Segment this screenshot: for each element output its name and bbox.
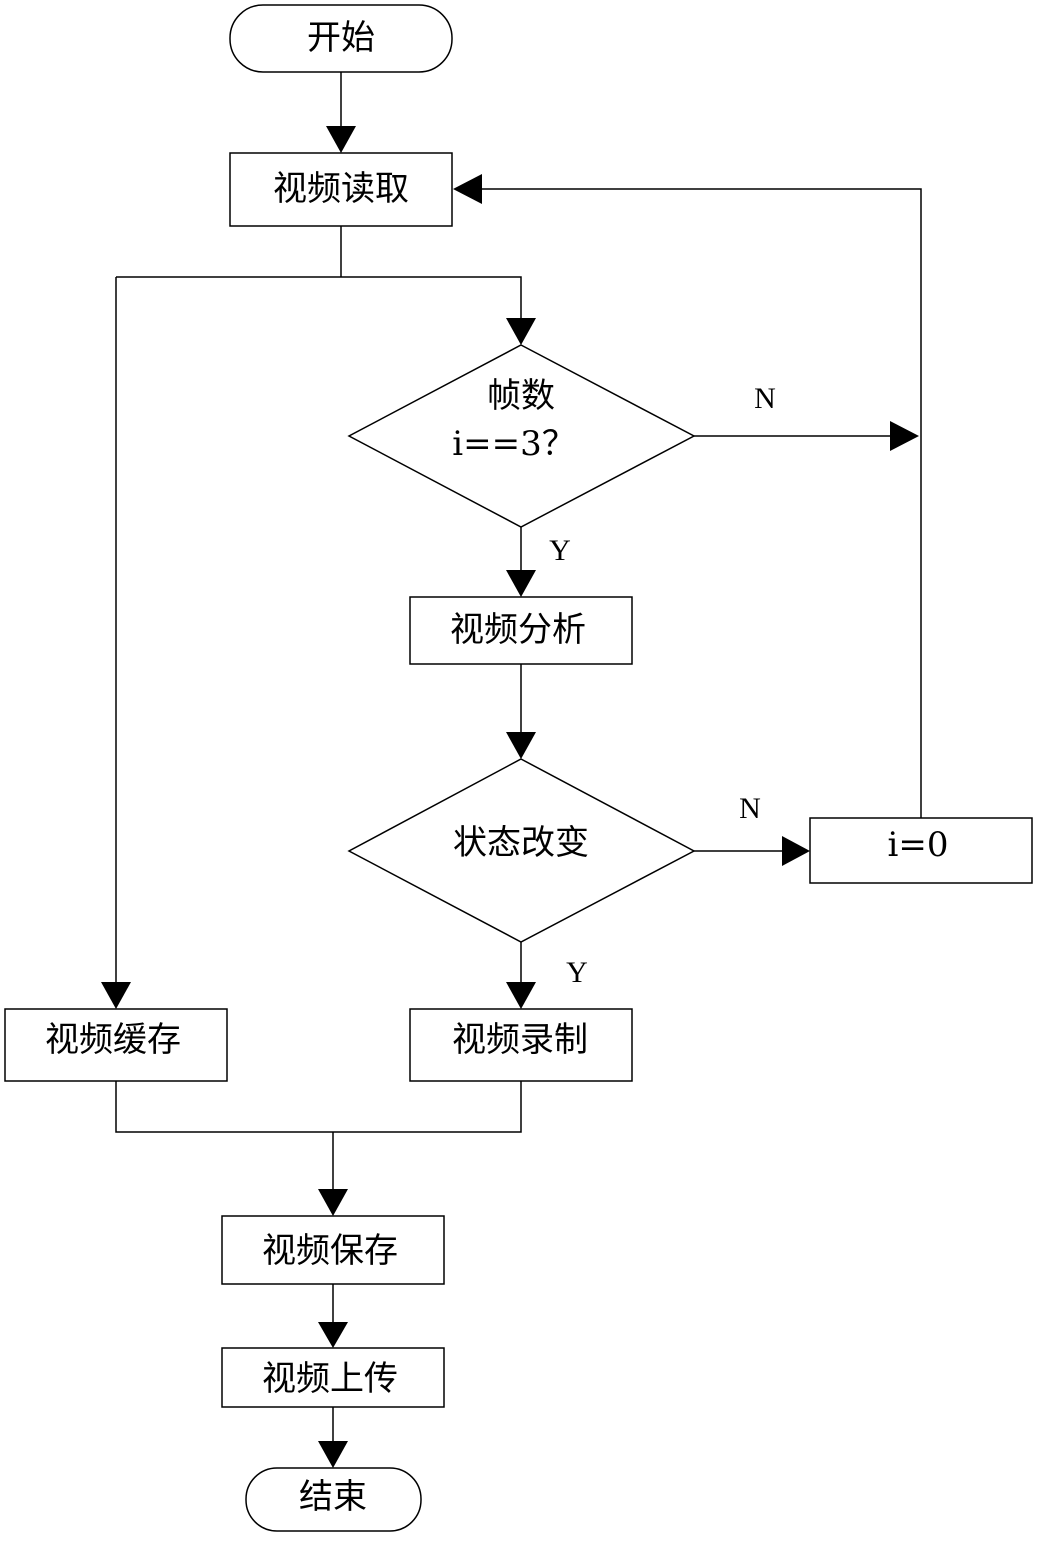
arrowhead-icon — [890, 421, 919, 451]
node-video-upload-label: 视频上传 — [262, 1359, 398, 1399]
node-frame-check-label-line1: 帧数 — [487, 376, 555, 416]
node-video-analyze-label: 视频分析 — [450, 610, 586, 650]
arrowhead-icon — [318, 1189, 348, 1216]
node-frame-check-label-line2: i==3？ — [452, 424, 575, 464]
node-start-label: 开始 — [307, 18, 375, 58]
edge-labels: N Y N Y — [549, 382, 776, 989]
node-video-record-label: 视频录制 — [452, 1020, 588, 1060]
connectors — [101, 72, 922, 1468]
node-end: 结束 — [245, 1467, 422, 1532]
arrowhead-icon — [506, 732, 536, 759]
edge-merge — [115, 1081, 522, 1133]
edge-label-frame-check-no: N — [754, 382, 776, 415]
node-end-label: 结束 — [299, 1477, 367, 1517]
node-video-cache-label: 视频缓存 — [45, 1020, 181, 1060]
node-video-cache: 视频缓存 — [4, 1008, 228, 1082]
node-video-read: 视频读取 — [229, 152, 453, 227]
edge-loop-back-to-read — [482, 188, 922, 818]
node-start: 开始 — [229, 4, 453, 73]
arrowhead-icon — [506, 570, 536, 597]
node-state-change-label: 状态改变 — [453, 823, 589, 863]
arrowhead-icon — [453, 174, 482, 204]
node-video-save: 视频保存 — [221, 1215, 445, 1285]
arrowhead-icon — [782, 836, 810, 866]
node-video-upload: 视频上传 — [221, 1347, 445, 1408]
node-video-analyze: 视频分析 — [409, 596, 633, 665]
node-video-record: 视频录制 — [409, 1008, 633, 1082]
node-reset-counter-label: i=0 — [888, 825, 949, 865]
arrowhead-icon — [326, 126, 356, 153]
arrowhead-icon — [506, 982, 536, 1009]
node-video-save-label: 视频保存 — [262, 1231, 398, 1271]
edge-split-to-frame-check — [116, 276, 522, 318]
node-state-change: 状态改变 — [347, 758, 696, 943]
node-frame-check: 帧数 i==3？ — [347, 344, 696, 528]
arrowhead-icon — [101, 982, 131, 1009]
edge-label-state-change-no: N — [739, 792, 761, 825]
edge-label-frame-check-yes: Y — [549, 534, 571, 567]
arrowhead-icon — [506, 318, 536, 345]
edge-label-state-change-yes: Y — [566, 956, 588, 989]
node-video-read-label: 视频读取 — [273, 169, 409, 209]
node-reset-counter: i=0 — [809, 817, 1033, 884]
arrowhead-icon — [318, 1322, 348, 1348]
arrowhead-icon — [318, 1441, 348, 1468]
